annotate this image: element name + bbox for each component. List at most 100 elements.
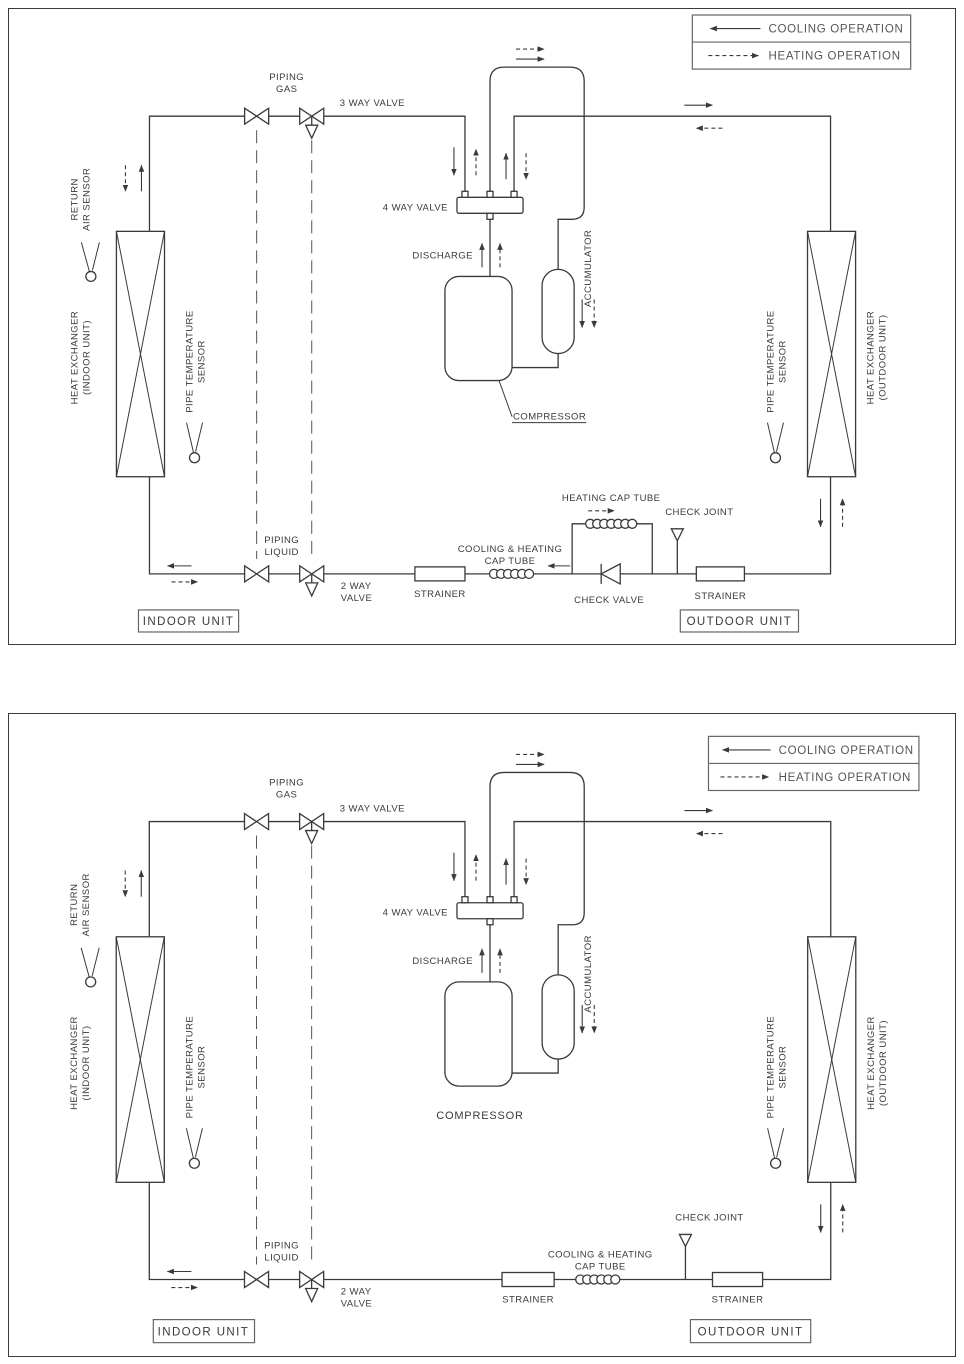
- four-way-valve-symbol: [456, 896, 524, 926]
- label-outdoor-hx-1: HEAT EXCHANGER: [866, 1016, 877, 1110]
- label-outdoor-hx-2: (OUTDOOR UNIT): [878, 1020, 889, 1106]
- label-cap-tube-2: CAP TUBE: [575, 1261, 626, 1272]
- diagram-bottom-svg: COOLING OPERATION HEATING OPERATION: [69, 735, 920, 1344]
- label-three-way-valve: 3 WAY VALVE: [340, 98, 405, 109]
- label-four-way-valve: 4 WAY VALVE: [383, 908, 448, 919]
- label-piping-gas-1: PIPING: [269, 72, 304, 83]
- cooling-flow-arrows: [138, 56, 824, 569]
- strainer-left-symbol: [414, 566, 466, 582]
- pipe-temp-sensor-right-symbol: [767, 1128, 785, 1169]
- compressor-symbol: [444, 981, 513, 1087]
- legend: COOLING OPERATION HEATING OPERATION: [707, 735, 920, 792]
- accumulator-symbol: [541, 268, 575, 355]
- cap-tube-coil-symbol: [575, 1274, 621, 1285]
- pipe-temp-sensor-right-symbol: [766, 422, 784, 464]
- label-pipe-temp-left-1: PIPE TEMPERATURE: [185, 310, 196, 412]
- liquid-piping-valve-symbol: [243, 564, 270, 584]
- four-way-valve-symbol: [456, 190, 524, 220]
- check-valve-symbol: [599, 562, 621, 585]
- label-indoor-hx-1: HEAT EXCHANGER: [69, 311, 80, 405]
- label-return: RETURN: [69, 884, 80, 926]
- two-way-valve-symbol: [299, 564, 325, 598]
- label-piping-liquid-2: LIQUID: [264, 547, 298, 558]
- label-two-way-1: 2 WAY: [341, 1287, 372, 1298]
- check-joint-symbol: [678, 1233, 693, 1248]
- label-check-joint: CHECK JOINT: [665, 507, 733, 518]
- heating-flow-arrows: [122, 751, 846, 1291]
- label-piping-liquid-1: PIPING: [264, 1240, 299, 1251]
- label-pipe-temp-right-2: SENSOR: [777, 340, 788, 383]
- label-strainer-right: STRAINER: [712, 1295, 764, 1306]
- label-piping-gas-2: GAS: [276, 789, 297, 800]
- accumulator-symbol: [541, 974, 575, 1060]
- label-compressor: COMPRESSOR: [513, 412, 586, 423]
- indoor-unit-box: INDOOR UNIT: [152, 1319, 256, 1344]
- label-two-way-2: VALVE: [341, 1299, 373, 1310]
- return-air-sensor-symbol: [80, 242, 100, 283]
- legend-cooling-label: COOLING OPERATION: [768, 24, 903, 36]
- label-return: RETURN: [69, 178, 80, 220]
- unit-boundary-dashes: [256, 130, 313, 559]
- legend: COOLING OPERATION HEATING OPERATION: [691, 14, 912, 70]
- diagram-top-svg: COOLING OPERATION HEATING OPERATION: [69, 14, 912, 633]
- liquid-piping-valve-symbol: [243, 1270, 270, 1289]
- label-strainer-right: STRAINER: [695, 591, 747, 602]
- outdoor-heat-exchanger-symbol: [807, 936, 857, 1183]
- label-accumulator: ACCUMULATOR: [583, 230, 594, 307]
- check-joint-symbol: [670, 528, 685, 543]
- label-heating-cap-tube: HEATING CAP TUBE: [562, 493, 661, 504]
- indoor-unit-title: INDOOR UNIT: [158, 1327, 250, 1339]
- compressor-symbol: [444, 275, 513, 417]
- strainer-left-symbol: [501, 1271, 555, 1288]
- return-air-sensor-symbol: [80, 947, 100, 988]
- outdoor-unit-title: OUTDOOR UNIT: [687, 616, 793, 628]
- indoor-heat-exchanger-symbol: [115, 936, 165, 1183]
- compressor-leader-line: [498, 380, 513, 417]
- three-way-valve-symbol: [299, 106, 325, 140]
- label-discharge: DISCHARGE: [412, 956, 473, 967]
- label-pipe-temp-left-2: SENSOR: [196, 1046, 207, 1089]
- label-air-sensor: AIR SENSOR: [81, 873, 92, 936]
- legend-heating-label: HEATING OPERATION: [768, 51, 900, 63]
- label-cap-tube-1: COOLING & HEATING: [548, 1249, 653, 1260]
- cap-tube-coil-symbol: [488, 568, 535, 580]
- label-pipe-temp-right-1: PIPE TEMPERATURE: [766, 1016, 777, 1119]
- label-four-way-valve: 4 WAY VALVE: [383, 202, 448, 213]
- label-air-sensor: AIR SENSOR: [81, 168, 92, 231]
- label-indoor-hx-2: (INDOOR UNIT): [81, 320, 92, 395]
- label-cap-tube-2: CAP TUBE: [485, 556, 536, 567]
- pipe-temp-sensor-left-symbol: [185, 1128, 203, 1169]
- unit-boundary-dashes: [256, 835, 313, 1265]
- label-check-joint: CHECK JOINT: [675, 1212, 743, 1223]
- label-accumulator: ACCUMULATOR: [583, 935, 594, 1013]
- legend-heating-label: HEATING OPERATION: [779, 772, 911, 784]
- gas-piping-valve-symbol: [243, 812, 270, 831]
- indoor-heat-exchanger-symbol: [115, 230, 166, 478]
- label-discharge: DISCHARGE: [412, 250, 473, 261]
- heating-cap-tube-coil-symbol: [585, 518, 638, 529]
- label-cap-tube-1: COOLING & HEATING: [458, 544, 563, 555]
- label-piping-liquid-1: PIPING: [264, 535, 299, 546]
- label-piping-gas-1: PIPING: [269, 777, 304, 788]
- label-pipe-temp-left-1: PIPE TEMPERATURE: [184, 1016, 195, 1119]
- label-pipe-temp-right-2: SENSOR: [778, 1046, 789, 1089]
- outdoor-unit-title: OUTDOOR UNIT: [698, 1327, 804, 1339]
- label-check-valve: CHECK VALVE: [574, 595, 644, 606]
- outdoor-heat-exchanger-symbol: [806, 230, 857, 478]
- two-way-valve-symbol: [298, 1270, 325, 1304]
- indoor-unit-title: INDOOR UNIT: [143, 616, 234, 628]
- label-three-way-valve: 3 WAY VALVE: [340, 804, 405, 815]
- indoor-unit-box: INDOOR UNIT: [137, 609, 240, 633]
- outdoor-unit-box: OUTDOOR UNIT: [689, 1319, 812, 1344]
- strainer-right-symbol: [695, 566, 746, 582]
- label-strainer-left: STRAINER: [414, 589, 466, 600]
- three-way-valve-symbol: [298, 812, 325, 846]
- label-piping-liquid-2: LIQUID: [264, 1252, 298, 1263]
- label-indoor-hx-2: (INDOOR UNIT): [81, 1026, 92, 1101]
- label-two-way-2: VALVE: [341, 593, 372, 604]
- label-outdoor-hx-2: (OUTDOOR UNIT): [878, 315, 889, 401]
- legend-cooling-label: COOLING OPERATION: [779, 745, 914, 757]
- outdoor-unit-box: OUTDOOR UNIT: [679, 609, 800, 633]
- diagram-panel-top: COOLING OPERATION HEATING OPERATION: [8, 8, 956, 645]
